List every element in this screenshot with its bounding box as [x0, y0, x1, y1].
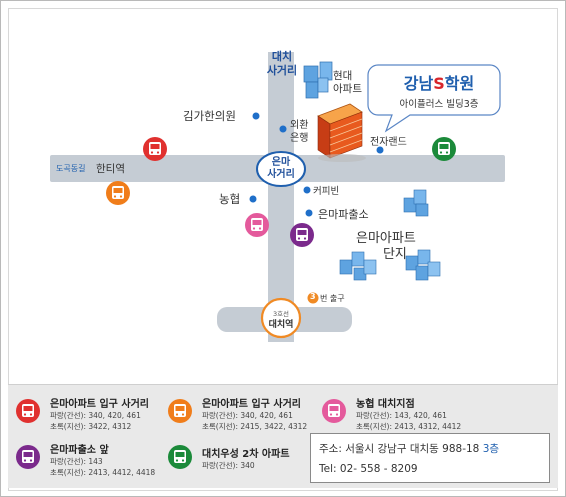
- bus-icon: [328, 404, 340, 417]
- academy-name-highlight: S: [433, 74, 445, 93]
- police-dot: [305, 209, 313, 217]
- hyundai-apt-line1: 현대: [333, 70, 353, 82]
- bus-stop-red[interactable]: [143, 137, 167, 161]
- bus-icon: [149, 142, 161, 155]
- hyundai-apt-label: 현대 아파트: [333, 70, 362, 96]
- legend-bus-pink: [322, 399, 346, 423]
- legend-bus-purple: [16, 445, 40, 469]
- exit-number-marker: [307, 292, 319, 304]
- academy-name-suffix: 학원: [444, 74, 475, 93]
- legend-line2: 초록(지선): 2413, 4412, 4418: [50, 468, 156, 477]
- station-line-label: 3호선: [272, 310, 290, 318]
- legend-line1: 파랑(간선): 340, 420, 461: [202, 411, 293, 420]
- academy-callout: [367, 64, 501, 133]
- legend-line2: 초록(지선): 3422, 4312: [50, 422, 132, 431]
- legend-bus-red: [16, 399, 40, 423]
- intersection-top-line2: 사거리: [266, 64, 298, 77]
- eunma-police-label: 은마파출소: [318, 208, 369, 221]
- daechi-station-marker: [260, 297, 302, 339]
- location-dots: [249, 112, 384, 217]
- phone-number[interactable]: Tel: 02- 558 - 8209: [319, 463, 418, 475]
- center-intersection-label: 은마 사거리: [259, 157, 303, 181]
- dogok-dong-label: 도곡동길: [56, 164, 86, 173]
- intersection-top-line1: 대치: [271, 50, 293, 63]
- legend-bus-green: [168, 445, 192, 469]
- legend-item-pink: 농협 대치지점 파랑(간선): 143, 420, 461 초록(지선): 24…: [322, 395, 482, 435]
- intersection-top-label: 대치 사거리: [262, 50, 302, 78]
- legend-title: 은마파출소 앞: [50, 445, 109, 456]
- map-inner-border: [8, 8, 558, 491]
- exchange-bank-line2: 은행: [290, 133, 309, 144]
- coffee-bean-label: 커피빈: [313, 186, 340, 197]
- exchange-bank-line1: 외환: [290, 120, 309, 131]
- academy-name: 강남S학원: [378, 70, 500, 94]
- bus-icon: [251, 218, 263, 231]
- bus-stop-purple[interactable]: [290, 223, 314, 247]
- legend-title: 농협 대치지점: [356, 399, 415, 410]
- eunma-complex-line2: 단지: [382, 247, 407, 262]
- legend-line1: 파랑(간선): 143: [50, 457, 103, 466]
- address-floor: 3층: [482, 443, 500, 455]
- bus-icon: [296, 228, 308, 241]
- exchange-bank-dot: [279, 125, 287, 133]
- eunma-apartment-buildings: [339, 189, 441, 281]
- address-line: 주소: 서울시 강남구 대치동 988-18 3층: [319, 441, 499, 456]
- bus-stop-orange[interactable]: [106, 181, 130, 205]
- legend-title: 대치우성 2차 아파트: [202, 449, 290, 460]
- legend-item-orange: 은마아파트 입구 사거리 파랑(간선): 340, 420, 461 초록(지선…: [168, 395, 328, 435]
- road-vertical: [268, 52, 294, 342]
- electronics-land-dot: [376, 146, 384, 154]
- bus-icon: [174, 450, 186, 463]
- legend-title: 은마아파트 입구 사거리: [202, 399, 301, 410]
- eunma-complex-line1: 은마아파트: [356, 231, 416, 246]
- kim-clinic-label: 김가한의원: [183, 109, 236, 123]
- center-intersection-line2: 사거리: [267, 169, 295, 180]
- bus-icon: [174, 404, 186, 417]
- kim-clinic-dot: [252, 112, 260, 120]
- bus-icon: [112, 186, 124, 199]
- address-text: 주소: 서울시 강남구 대치동 988-18: [319, 443, 483, 455]
- hanti-station-label: 한티역: [96, 163, 125, 175]
- legend-title: 은마아파트 입구 사거리: [50, 399, 149, 410]
- legend-item-red: 은마아파트 입구 사거리 파랑(간선): 340, 420, 461 초록(지선…: [16, 395, 176, 435]
- center-intersection-line1: 은마: [271, 157, 291, 168]
- bus-icon: [22, 404, 34, 417]
- exit-label: 번 출구: [320, 294, 345, 303]
- map-canvas: [50, 52, 505, 342]
- legend-line2: 초록(지선): 2413, 4312, 4412: [356, 422, 462, 431]
- exchange-bank-label: 외환 은행: [290, 119, 308, 145]
- station-name-label: 대치역: [268, 320, 294, 330]
- address-box: 주소: 서울시 강남구 대치동 988-18 3층 Tel: 02- 558 -…: [310, 433, 550, 483]
- coffee-bean-dot: [303, 186, 311, 194]
- academy-building-icon: [317, 103, 366, 162]
- legend-line1: 파랑(간선): 143, 420, 461: [356, 411, 447, 420]
- nonghyup-dot: [249, 195, 257, 203]
- legend-line2: 초록(지선): 2415, 3422, 4312: [202, 422, 308, 431]
- bus-stop-green[interactable]: [432, 137, 456, 161]
- center-intersection-marker: [256, 151, 306, 187]
- academy-name-prefix: 강남: [403, 74, 434, 93]
- hyundai-apt-line2: 아파트: [333, 83, 362, 95]
- exit-number: 3: [310, 292, 316, 301]
- legend-line1: 파랑(간선): 340, 420, 461: [50, 411, 141, 420]
- legend-line1: 파랑(간선): 340: [202, 461, 255, 470]
- bus-icon: [438, 142, 450, 155]
- hyundai-apartment-buildings: [303, 61, 333, 99]
- bus-stop-pink[interactable]: [245, 213, 269, 237]
- eunma-complex-label: 은마아파트 단지: [356, 231, 416, 263]
- bus-icon: [22, 450, 34, 463]
- bus-legend: 은마아파트 입구 사거리 파랑(간선): 340, 420, 461 초록(지선…: [8, 384, 558, 488]
- legend-item-green: 대치우성 2차 아파트 파랑(간선): 340: [168, 441, 308, 481]
- academy-building-label: 아이플러스 빌딩3층: [399, 99, 479, 110]
- legend-item-purple: 은마파출소 앞 파랑(간선): 143 초록(지선): 2413, 4412, …: [16, 441, 176, 481]
- nonghyup-label: 농협: [219, 192, 241, 206]
- legend-bus-orange: [168, 399, 192, 423]
- electronics-land-label: 전자랜드: [370, 137, 407, 148]
